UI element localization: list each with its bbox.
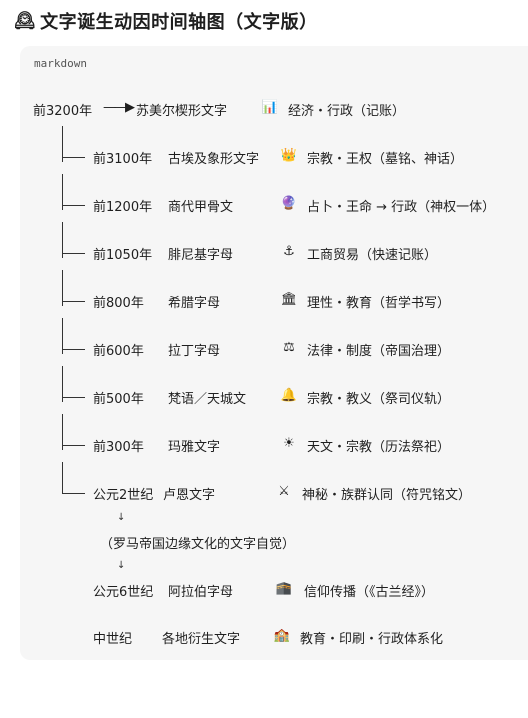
row-date: 公元2世纪 [93,488,154,503]
code-block: markdown 前3200年 ——▶ 苏美尔楔形文字 📊 经济・行政（记账） … [20,46,528,660]
tree-connector [62,126,64,146]
row-script: 卢恩文字 [163,488,216,503]
tree-branch [62,146,85,158]
timeline-root-row: 前3200年 ——▶ 苏美尔楔形文字 📊 经济・行政（记账） [33,100,405,205]
root-arrow: ——▶ [103,100,135,115]
tree-connector [62,156,64,162]
sun-icon: ☀ [283,436,295,451]
scales-icon: ⚖ [283,340,295,355]
row-date: 前500年 [93,392,144,407]
tail-script: 阿拉伯字母 [168,585,234,600]
row-motive: 工商贸易（快速记账） [307,248,438,263]
row-date: 前3100年 [93,152,153,167]
row-script: 拉丁字母 [168,344,221,359]
code-language-label: markdown [34,57,87,70]
row-motive: 占卜・王命 → 行政（神权一体） [307,200,496,215]
tree-connector [62,222,64,242]
tree-connector [62,252,64,258]
kaaba-icon: 🕋 [275,581,293,596]
tree-branch [62,386,85,398]
tree-connector [62,174,64,194]
tree-connector [62,300,64,306]
timeline-tail-row: 公元6世纪 阿拉伯字母 🕋 信仰传播（《古兰经》） [93,581,434,671]
tree-branch [62,434,85,446]
tree-connector [62,204,64,210]
temple-icon: 🏛 [280,292,298,307]
row-script: 梵语／天城文 [168,392,247,407]
bell-icon: 🔔 [280,388,298,403]
swords-icon: ⚔ [278,484,290,499]
row-motive: 理性・教育（哲学书写） [307,296,451,311]
tree-connector [62,414,64,434]
tail-script: 各地衍生文字 [162,632,241,647]
root-script: 苏美尔楔形文字 [136,104,228,119]
row-date: 前800年 [93,296,144,311]
tree-connector [62,318,64,338]
tree-branch [62,194,85,206]
tree-branch [62,290,85,302]
tree-connector [62,444,64,450]
row-motive: 法律・制度（帝国治理） [307,344,451,359]
crown-icon: 👑 [280,148,298,163]
row-script: 玛雅文字 [168,440,221,455]
page-title-text: 文字诞生动因时间轴图（文字版） [40,12,318,33]
rune-note: （罗马帝国边缘文化的文字自觉） [100,537,296,552]
row-script: 希腊字母 [168,296,221,311]
tail-date: 公元6世纪 [93,585,154,600]
tree-connector [62,396,64,402]
row-date: 前300年 [93,440,144,455]
row-script: 古埃及象形文字 [168,152,260,167]
tail-motive: 信仰传播（《古兰经》） [304,585,435,600]
tail-date: 中世纪 [93,632,133,647]
row-motive: 宗教・教义（祭司仪轨） [307,392,451,407]
root-date: 前3200年 [33,104,93,119]
tree-connector [62,462,64,482]
down-arrow-2: ↓ [117,560,126,571]
tree-connector [62,348,64,354]
crystal-ball-icon: 🔮 [280,196,298,211]
row-motive: 天文・宗教（历法祭祀） [307,440,451,455]
timeline-tail-row: 中世纪 各地衍生文字 🏫 教育・印刷・行政体系化 [93,628,443,718]
tree-branch [62,482,85,494]
row-date: 前1200年 [93,200,153,215]
tree-branch [62,338,85,350]
clock-icon: 🕰 [14,11,37,31]
chart-icon: 📊 [261,100,279,115]
down-arrow-1: ↓ [117,512,126,523]
school-icon: 🏫 [273,628,291,643]
row-motive: 宗教・王权（墓铭、神话） [307,152,464,167]
row-date: 前1050年 [93,248,153,263]
tree-connector [62,366,64,386]
tail-motive: 教育・印刷・行政体系化 [300,632,444,647]
row-script: 商代甲骨文 [168,200,234,215]
root-motive: 经济・行政（记账） [288,104,406,119]
tree-connector [62,270,64,290]
tree-branch [62,242,85,254]
row-script: 腓尼基字母 [168,248,234,263]
row-date: 前600年 [93,344,144,359]
page-title: 🕰 文字诞生动因时间轴图（文字版） [14,8,318,34]
row-motive: 神秘・族群认同（符咒铭文） [302,488,472,503]
anchor-icon: ⚓ [283,244,295,259]
